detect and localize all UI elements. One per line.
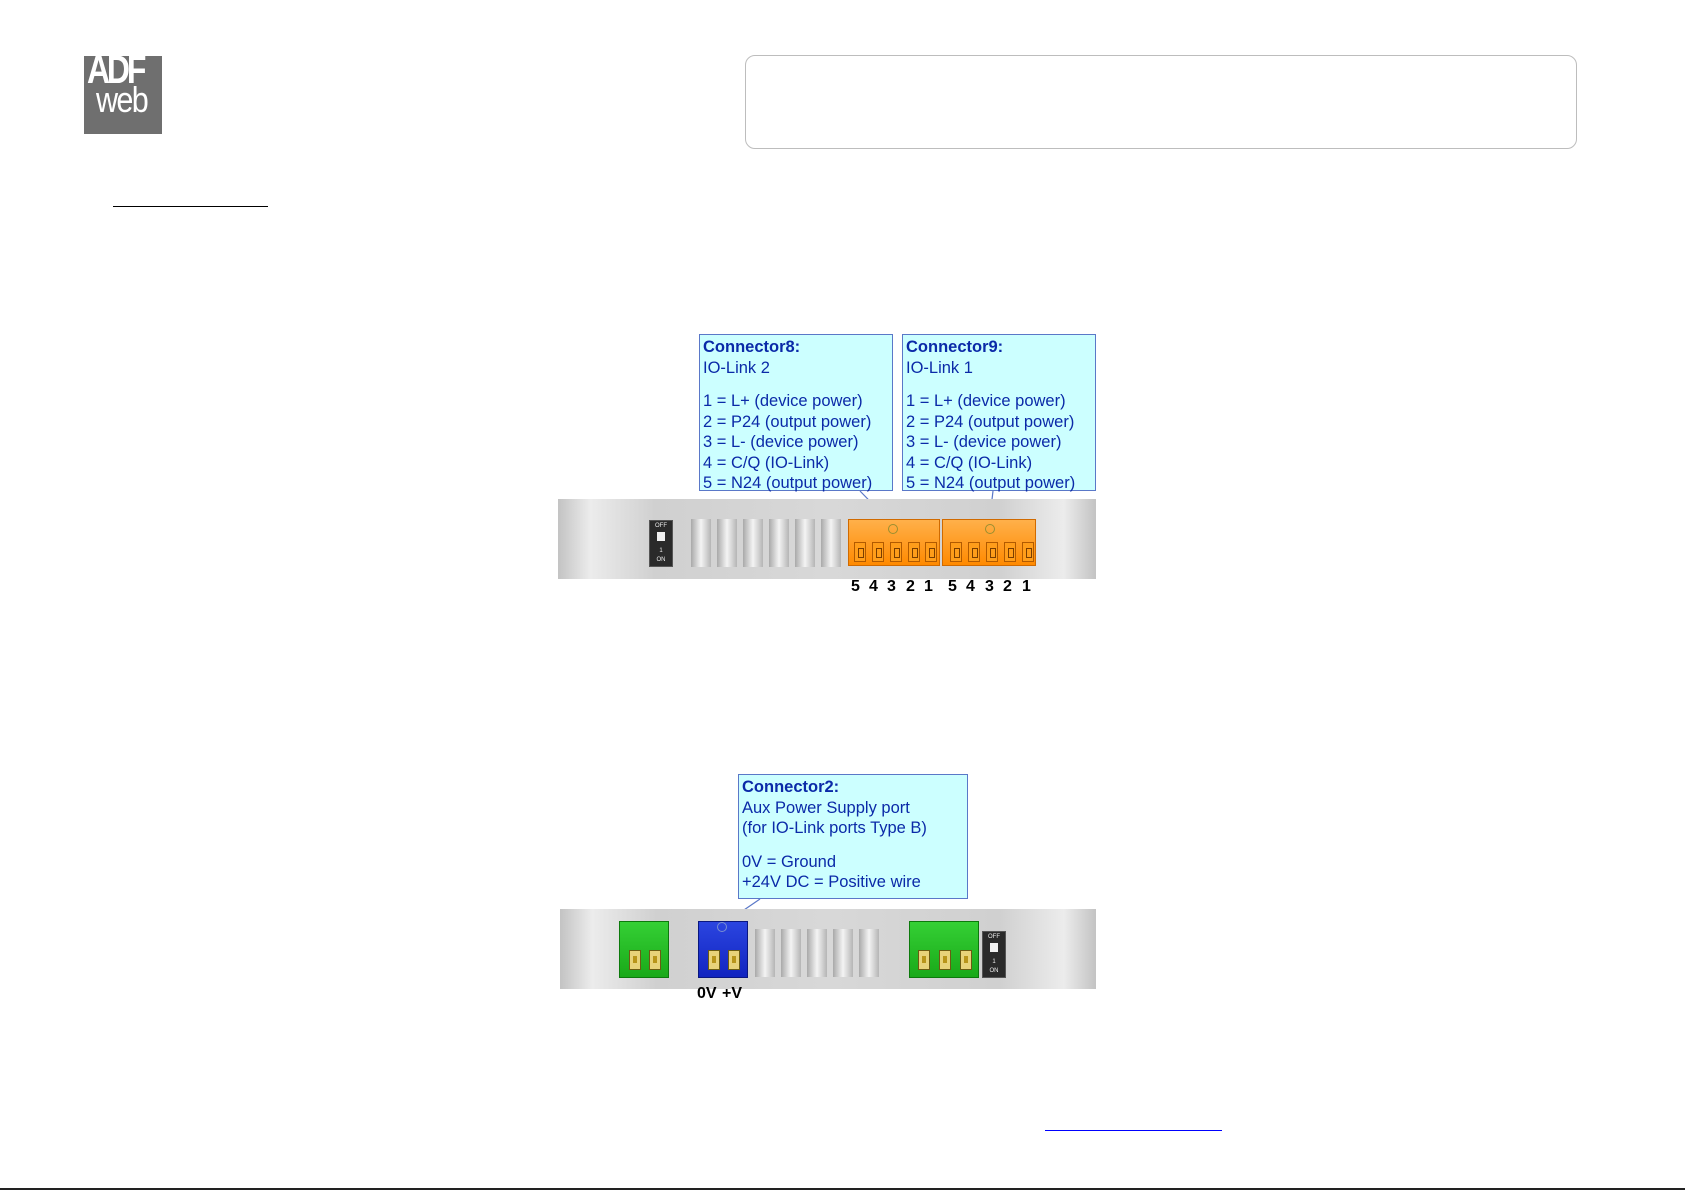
connector9-pin-5: 5 = N24 (output power) bbox=[906, 474, 1076, 492]
connector8-pin-2: 2 = P24 (output power) bbox=[703, 412, 872, 431]
connector2-terminal-0v bbox=[708, 950, 720, 970]
pin-number: 3 bbox=[985, 578, 994, 595]
connector9-terminal-block bbox=[942, 519, 1036, 566]
bottom-dip-switch-lever bbox=[990, 943, 998, 952]
rib bbox=[795, 519, 815, 567]
connector2-callout: Connector2: Aux Power Supply port (for I… bbox=[738, 774, 968, 899]
rib bbox=[821, 519, 841, 567]
bottom-device-strip: OFF 1 ON bbox=[560, 909, 1096, 989]
connector2-line-2: (for IO-Link ports Type B) bbox=[742, 819, 927, 837]
terminal bbox=[918, 950, 930, 970]
logo-text-adf: ADF bbox=[87, 48, 146, 92]
rib bbox=[717, 519, 737, 567]
top-dip-switch-lever bbox=[657, 532, 665, 541]
connector9-pin-2: 2 = P24 (output power) bbox=[906, 412, 1075, 431]
terminal bbox=[629, 950, 641, 970]
top-device-ribs bbox=[691, 519, 847, 567]
rib bbox=[807, 929, 827, 977]
connector8-pin-4: 4 = C/Q (IO-Link) bbox=[703, 453, 830, 472]
top-dip-one-label: 1 bbox=[659, 548, 663, 554]
right-green-terminal-block bbox=[909, 921, 979, 978]
connector2-terminal-24v bbox=[728, 950, 740, 970]
pin-number: 1 bbox=[924, 578, 933, 595]
pin-number: 5 bbox=[948, 578, 957, 595]
rib bbox=[769, 519, 789, 567]
connector9-marker bbox=[985, 524, 995, 534]
connector8-terminal-5 bbox=[854, 542, 866, 562]
connector9-terminal-2 bbox=[1004, 542, 1016, 562]
pin-number: 4 bbox=[869, 578, 878, 595]
connector8-callout: Connector8: IO-Link 2 1 = L+ (device pow… bbox=[699, 334, 893, 492]
left-green-terminal-block bbox=[619, 921, 669, 978]
connector9-terminal-3 bbox=[986, 542, 998, 562]
connector8-subtitle: IO-Link 2 bbox=[703, 358, 770, 377]
document-header-box bbox=[745, 55, 1577, 149]
pin-number: 5 bbox=[851, 578, 860, 595]
terminal bbox=[960, 950, 972, 970]
connector9-title: Connector9: bbox=[906, 338, 1004, 356]
pin-number: 2 bbox=[1003, 578, 1012, 595]
rib bbox=[833, 929, 853, 977]
footer-link-underline[interactable] bbox=[1045, 1130, 1222, 1131]
rib bbox=[755, 929, 775, 977]
connector2-pin-24v: +24V DC = Positive wire bbox=[742, 873, 921, 891]
connector9-callout: Connector9: IO-Link 1 1 = L+ (device pow… bbox=[902, 334, 1096, 492]
connector9-terminal-5 bbox=[950, 542, 962, 562]
connector8-pin-3: 3 = L- (device power) bbox=[703, 433, 859, 451]
connector2-terminal-block bbox=[698, 921, 748, 978]
terminal bbox=[939, 950, 951, 970]
pin-number: 2 bbox=[906, 578, 915, 595]
pin-number: 1 bbox=[1022, 578, 1031, 595]
connector8-pin-1: 1 = L+ (device power) bbox=[703, 392, 863, 410]
bottom-dip-switch: OFF 1 ON bbox=[982, 931, 1006, 978]
connector8-terminal-4 bbox=[872, 542, 884, 562]
top-dip-on-label: ON bbox=[656, 557, 666, 563]
connector8-terminal-2 bbox=[908, 542, 920, 562]
connector9-terminal-4 bbox=[968, 542, 980, 562]
connector2-marker bbox=[717, 922, 727, 932]
pin-number: 4 bbox=[966, 578, 975, 595]
footer-rule bbox=[0, 1188, 1685, 1190]
rib bbox=[691, 519, 711, 567]
rib bbox=[781, 929, 801, 977]
connector9-pin-4: 4 = C/Q (IO-Link) bbox=[906, 453, 1033, 472]
connector2-line-1: Aux Power Supply port bbox=[742, 798, 910, 817]
logo-text-web: web bbox=[96, 79, 149, 120]
terminal bbox=[649, 950, 661, 970]
top-device-strip: OFF 1 ON bbox=[558, 499, 1096, 579]
pin-label-plus-v: +V bbox=[722, 985, 743, 1002]
pin-label-0v: 0V bbox=[697, 985, 717, 1002]
connector9-pin-3: 3 = L- (device power) bbox=[906, 433, 1062, 451]
bottom-dip-one-label: 1 bbox=[992, 959, 996, 965]
top-pin-numbers: 5 4 3 2 1 5 4 3 2 1 bbox=[0, 578, 1685, 598]
connector8-terminal-block bbox=[848, 519, 940, 566]
connector8-terminal-3 bbox=[890, 542, 902, 562]
top-dip-off-label: OFF bbox=[655, 523, 667, 529]
rib bbox=[859, 929, 879, 977]
pin-number: 3 bbox=[887, 578, 896, 595]
adfweb-logo: ADF web bbox=[84, 50, 162, 134]
connector2-pin-0v: 0V = Ground bbox=[742, 852, 837, 871]
top-dip-switch: OFF 1 ON bbox=[649, 520, 673, 567]
rib bbox=[743, 519, 763, 567]
bottom-pin-labels: 0V +V bbox=[0, 985, 1685, 1005]
connector8-title: Connector8: bbox=[703, 338, 801, 356]
bottom-dip-off-label: OFF bbox=[988, 934, 1000, 940]
connector9-subtitle: IO-Link 1 bbox=[906, 358, 973, 377]
connector8-marker bbox=[888, 524, 898, 534]
connector9-pin-1: 1 = L+ (device power) bbox=[906, 392, 1066, 410]
bottom-device-ribs bbox=[755, 929, 885, 977]
connector8-terminal-1 bbox=[925, 542, 937, 562]
connector2-title: Connector2: bbox=[742, 778, 840, 796]
bottom-dip-on-label: ON bbox=[989, 968, 999, 974]
section-title-underline bbox=[113, 206, 268, 207]
connector8-pin-5: 5 = N24 (output power) bbox=[703, 474, 873, 492]
connector9-terminal-1 bbox=[1022, 542, 1034, 562]
